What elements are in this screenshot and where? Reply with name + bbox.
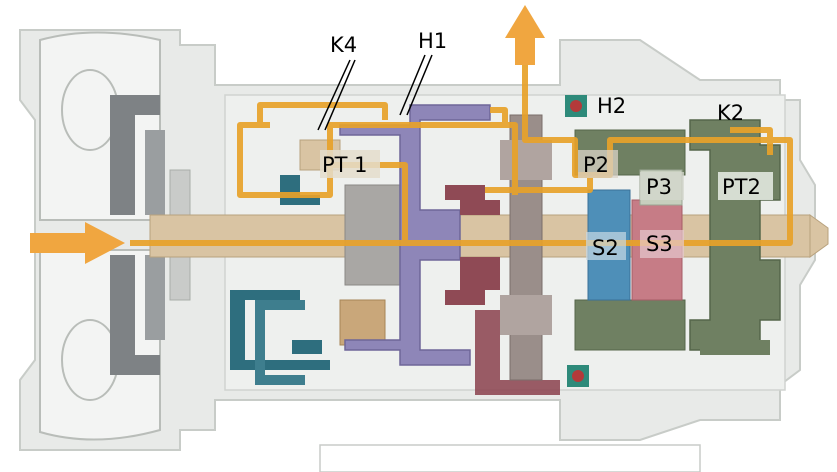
brake-h2-symbol — [565, 95, 587, 117]
label-k4: K4 — [330, 33, 357, 57]
power-flow-arrow-output — [505, 5, 545, 65]
label-s3: S3 — [646, 232, 673, 256]
label-h2: H2 — [597, 94, 626, 118]
label-h1: H1 — [418, 29, 447, 53]
label-s2: S2 — [592, 236, 619, 260]
maroon-clutch — [445, 185, 560, 395]
label-k2: K2 — [717, 101, 744, 125]
main-shaft — [149, 214, 829, 258]
leader-lines — [317, 54, 433, 131]
brake-lower-symbol — [567, 365, 589, 387]
power-flow-arrow-input — [30, 222, 125, 264]
label-p3: P3 — [646, 175, 672, 199]
label-p2: P2 — [583, 153, 609, 177]
label-pt1: PT 1 — [322, 153, 368, 177]
label-pt2: PT2 — [722, 175, 761, 199]
